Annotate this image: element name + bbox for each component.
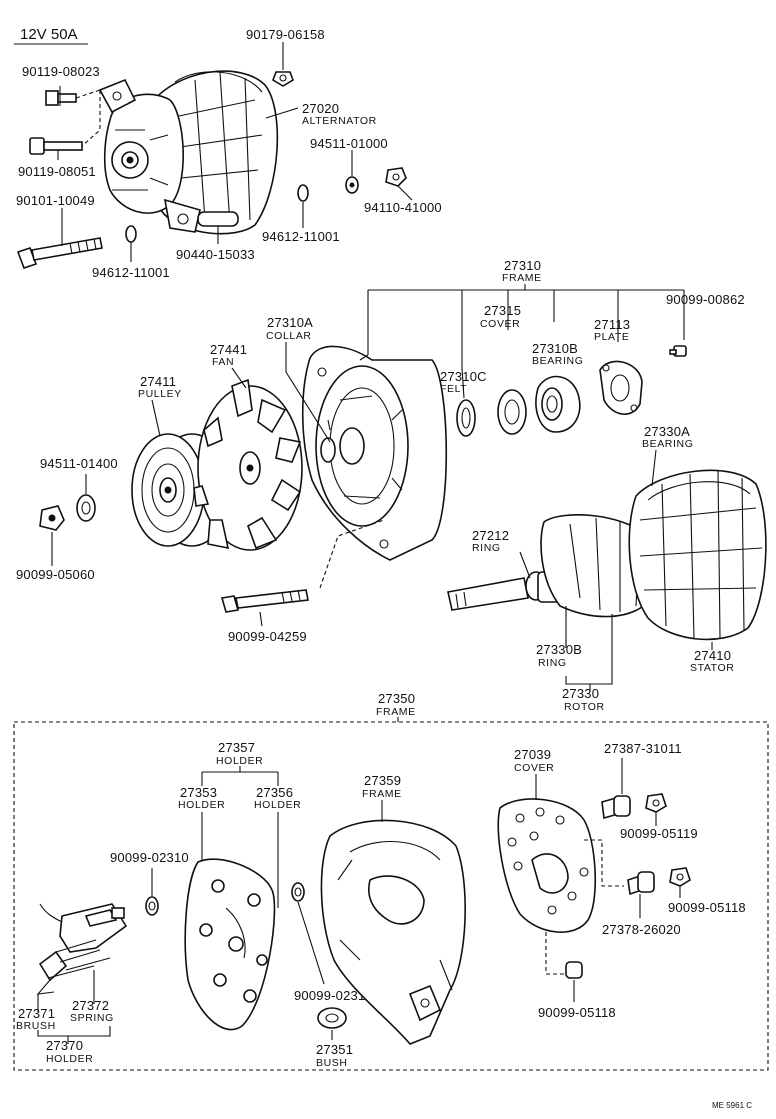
label-holder-27356-num: 27356 (256, 785, 293, 800)
label-cover-num: 27315 (484, 303, 521, 318)
label-stator-num: 27410 (694, 648, 731, 663)
washer-02310-a-drawing (145, 868, 159, 916)
label-frame-27359-num: 27359 (364, 773, 401, 788)
frame-bracket: 27310 FRAME (367, 258, 685, 368)
label-collar-num: 27310A (267, 315, 313, 330)
rear-labels: 27357 HOLDER 27039 COVER 27387-31011 273… (16, 740, 746, 1069)
label-90119-08051: 90119-08051 (18, 164, 96, 179)
label-bearing-b-name: BEARING (532, 355, 583, 367)
label-bearing-a-name: BEARING (642, 438, 693, 450)
spec-header: 12V 50A (14, 26, 88, 45)
label-ring-name: RING (472, 542, 501, 554)
label-holder-num: 27357 (218, 740, 255, 755)
label-alternator-name: ALTERNATOR (302, 115, 377, 127)
label-90099-02310-b: 90099-02310 (294, 988, 373, 1003)
label-frame-name: FRAME (502, 272, 542, 284)
label-27387-31011: 27387-31011 (604, 741, 682, 756)
label-ring-num: 27212 (472, 528, 509, 543)
label-rect-cover-num: 27039 (514, 747, 551, 762)
pulley-hardware (39, 474, 96, 566)
label-pulley-num: 27411 (140, 374, 176, 389)
label-bearing-a-num: 27330A (644, 424, 690, 439)
label-90099-05119: 90099-05119 (620, 826, 698, 841)
front-frame-drawing (151, 342, 448, 561)
label-felt-name: FELT (440, 383, 467, 395)
label-94511-01000: 94511-01000 (310, 136, 388, 151)
label-fan-name: FAN (212, 356, 234, 368)
top-labels: 90179-06158 90119-08023 27020 ALTERNATOR… (16, 27, 442, 280)
label-brush-holder-num: 27370 (46, 1038, 83, 1053)
label-brush-name: BRUSH (16, 1020, 56, 1032)
label-plate-name: PLATE (594, 331, 629, 343)
label-94612-11001-a: 94612-11001 (262, 229, 340, 244)
label-bearing-b-num: 27310B (532, 341, 578, 356)
rectifier-cover-drawing (497, 774, 624, 975)
label-90099-04259: 90099-04259 (228, 629, 307, 644)
label-90440-15033: 90440-15033 (176, 247, 255, 262)
label-rear-frame-num: 27350 (378, 691, 415, 706)
label-90101-10049: 90101-10049 (16, 193, 95, 208)
fan-drawing (193, 378, 303, 551)
top-leaders (57, 42, 413, 262)
label-27378-26020: 27378-26020 (602, 922, 681, 937)
label-90179-06158: 90179-06158 (246, 27, 325, 42)
label-cover-name: COVER (480, 318, 520, 330)
rectifier-holder-drawing (184, 858, 276, 1031)
label-bush-name: BUSH (316, 1057, 348, 1069)
label-90099-05118-a: 90099-05118 (668, 900, 746, 915)
spec-label: 12V 50A (20, 26, 78, 43)
alternator-drawing (98, 70, 279, 235)
label-90099-02310-a: 90099-02310 (110, 850, 189, 865)
front-bearing-parts (456, 345, 687, 437)
rear-frame-27359-drawing (320, 800, 466, 1045)
label-rect-cover-name: COVER (514, 762, 554, 774)
terminal-hardware (565, 758, 691, 1002)
label-ring-b-num: 27330B (536, 642, 582, 657)
label-bush-num: 27351 (316, 1042, 353, 1057)
label-90099-05060: 90099-05060 (16, 567, 95, 582)
holder-bracket (201, 766, 279, 908)
label-holder-name: HOLDER (216, 755, 263, 767)
label-spring-num: 27372 (72, 998, 109, 1013)
through-bolt (220, 519, 385, 627)
label-rear-frame-name: FRAME (376, 706, 416, 718)
label-90099-00862: 90099-00862 (666, 292, 745, 307)
label-stator-name: STATOR (690, 662, 734, 674)
rear-frame-group: 27350 FRAME (13, 691, 769, 1071)
label-pulley-name: PULLEY (138, 388, 182, 400)
label-spring-name: SPRING (70, 1012, 114, 1024)
label-94110-41000: 94110-41000 (364, 200, 442, 215)
label-94612-11001-b: 94612-11001 (92, 265, 170, 280)
washer-02310-b-drawing (291, 882, 325, 985)
label-rotor-num: 27330 (562, 686, 599, 701)
label-brush-holder-name: HOLDER (46, 1053, 93, 1065)
middle-labels: 90099-00862 27315 COVER 27310A COLLAR 27… (16, 292, 745, 713)
stator-drawing (628, 449, 767, 650)
label-frame-num: 27310 (504, 258, 541, 273)
label-frame-27359-name: FRAME (362, 788, 402, 800)
label-felt-num: 27310C (440, 369, 487, 384)
label-collar-name: COLLAR (266, 330, 312, 342)
label-brush-num: 27371 (18, 1006, 55, 1021)
brush-holder-drawing (36, 903, 128, 1044)
label-rotor-name: ROTOR (564, 701, 605, 713)
label-fan-num: 27441 (210, 342, 247, 357)
bush-drawing (317, 1007, 347, 1040)
footer-code: ME 5961 C (712, 1101, 752, 1110)
label-ring-b-name: RING (538, 657, 567, 669)
label-90119-08023: 90119-08023 (22, 64, 100, 79)
label-plate-num: 27113 (594, 317, 630, 332)
label-holder-27353-num: 27353 (180, 785, 217, 800)
label-alternator-num: 27020 (302, 101, 339, 116)
label-94511-01400: 94511-01400 (40, 456, 118, 471)
label-holder-27353-name: HOLDER (178, 799, 225, 811)
label-holder-27356-name: HOLDER (254, 799, 301, 811)
label-90099-05118-b: 90099-05118 (538, 1005, 616, 1020)
